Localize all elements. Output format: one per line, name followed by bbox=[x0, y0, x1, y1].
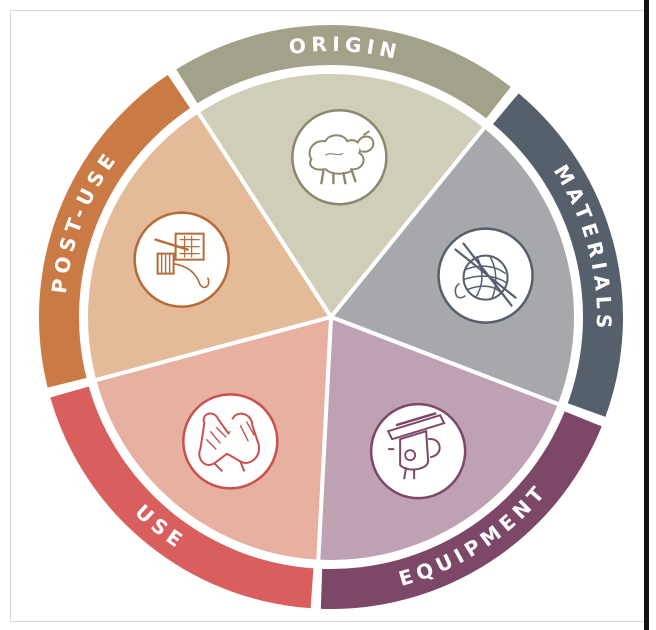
segment-post-use: POST-USE bbox=[38, 74, 333, 388]
origin-ring-band bbox=[176, 24, 511, 119]
post-use-ring-band bbox=[38, 74, 191, 388]
use-ring-band bbox=[50, 386, 314, 609]
mittens-icon bbox=[182, 393, 279, 490]
segment-origin: ORIGIN bbox=[176, 24, 511, 319]
knitting-machine-icon bbox=[369, 402, 467, 500]
segment-use: USE bbox=[50, 315, 333, 609]
materials-ring-band bbox=[492, 93, 623, 417]
right-edge-bar bbox=[644, 0, 649, 630]
equipment-ring-band bbox=[320, 411, 602, 609]
yarn-ball-icon bbox=[437, 227, 534, 324]
segment-materials: MATERIALS bbox=[329, 93, 623, 417]
segment-equipment: EQUIPMENT bbox=[316, 315, 602, 609]
sheep-icon bbox=[291, 108, 388, 206]
darning-icon bbox=[133, 211, 230, 308]
